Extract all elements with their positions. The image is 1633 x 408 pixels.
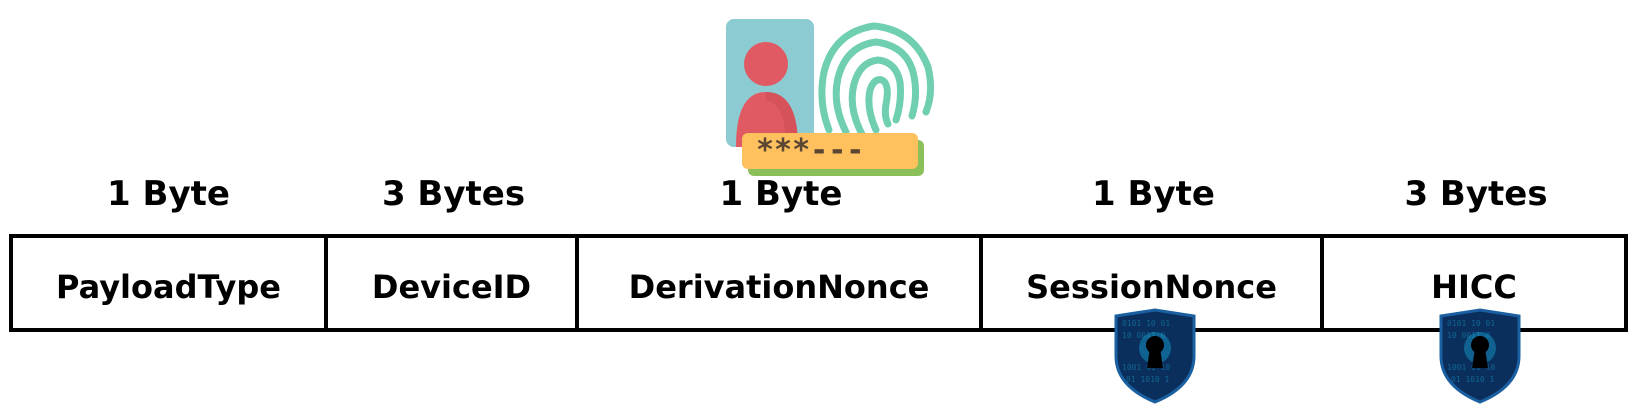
svg-text:0101 10 01: 0101 10 01 [1447, 319, 1495, 328]
svg-text:10 0011 0: 10 0011 0 [1122, 331, 1166, 340]
field-cell-deviceid: DeviceID [328, 238, 579, 328]
field-size-label: 3 Bytes [1404, 174, 1548, 214]
identity-credential-icon: ***--- [726, 12, 936, 176]
field-size-label: 3 Bytes [381, 174, 526, 214]
field-cell-derivationnonce: DerivationNonce [579, 238, 983, 328]
svg-text:01 1010 1: 01 1010 1 [1126, 375, 1170, 384]
encrypted-lock-shield-icon: 0101 10 01 10 0011 0 1001 01 10 01 1010 … [1437, 308, 1523, 404]
field-size-label: 1 Byte [1092, 174, 1215, 214]
field-size-label: 1 Byte [107, 174, 230, 214]
svg-text:01 1010 1: 01 1010 1 [1451, 375, 1495, 384]
field-size-label: 1 Byte [719, 174, 843, 214]
svg-text:10 0011 0: 10 0011 0 [1447, 331, 1491, 340]
svg-text:1001 01 10: 1001 01 10 [1122, 363, 1170, 372]
field-cell-sessionnonce: SessionNonce [983, 238, 1324, 328]
packet-field-table: PayloadType DeviceID DerivationNonce Ses… [9, 234, 1628, 332]
password-mask-text: ***--- [756, 133, 864, 168]
encrypted-lock-shield-icon: 0101 10 01 10 0011 0 1001 01 10 01 1010 … [1112, 308, 1198, 404]
field-cell-payloadtype: PayloadType [13, 238, 328, 328]
svg-text:0101 10 01: 0101 10 01 [1122, 319, 1170, 328]
svg-text:1001 01 10: 1001 01 10 [1447, 363, 1495, 372]
field-cell-hicc: HICC [1431, 268, 1517, 306]
